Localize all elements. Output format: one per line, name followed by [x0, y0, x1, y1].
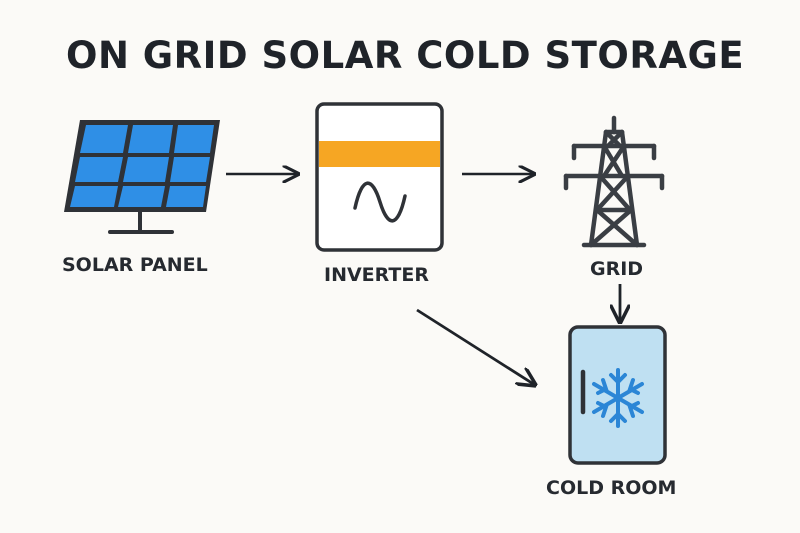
grid-label: GRID — [590, 258, 644, 280]
inverter-label: INVERTER — [324, 264, 430, 286]
solar-panel-icon — [64, 120, 220, 234]
solar-panel-label: SOLAR PANEL — [62, 254, 208, 276]
cold-room-label: COLD ROOM — [546, 477, 677, 499]
arrow-inverter-to-cold-room — [416, 308, 535, 385]
snowflake-icon — [592, 368, 644, 428]
transmission-tower-icon — [563, 115, 665, 248]
diagram-title: ON GRID SOLAR COLD STORAGE — [66, 34, 745, 77]
inverter-icon — [315, 102, 444, 252]
